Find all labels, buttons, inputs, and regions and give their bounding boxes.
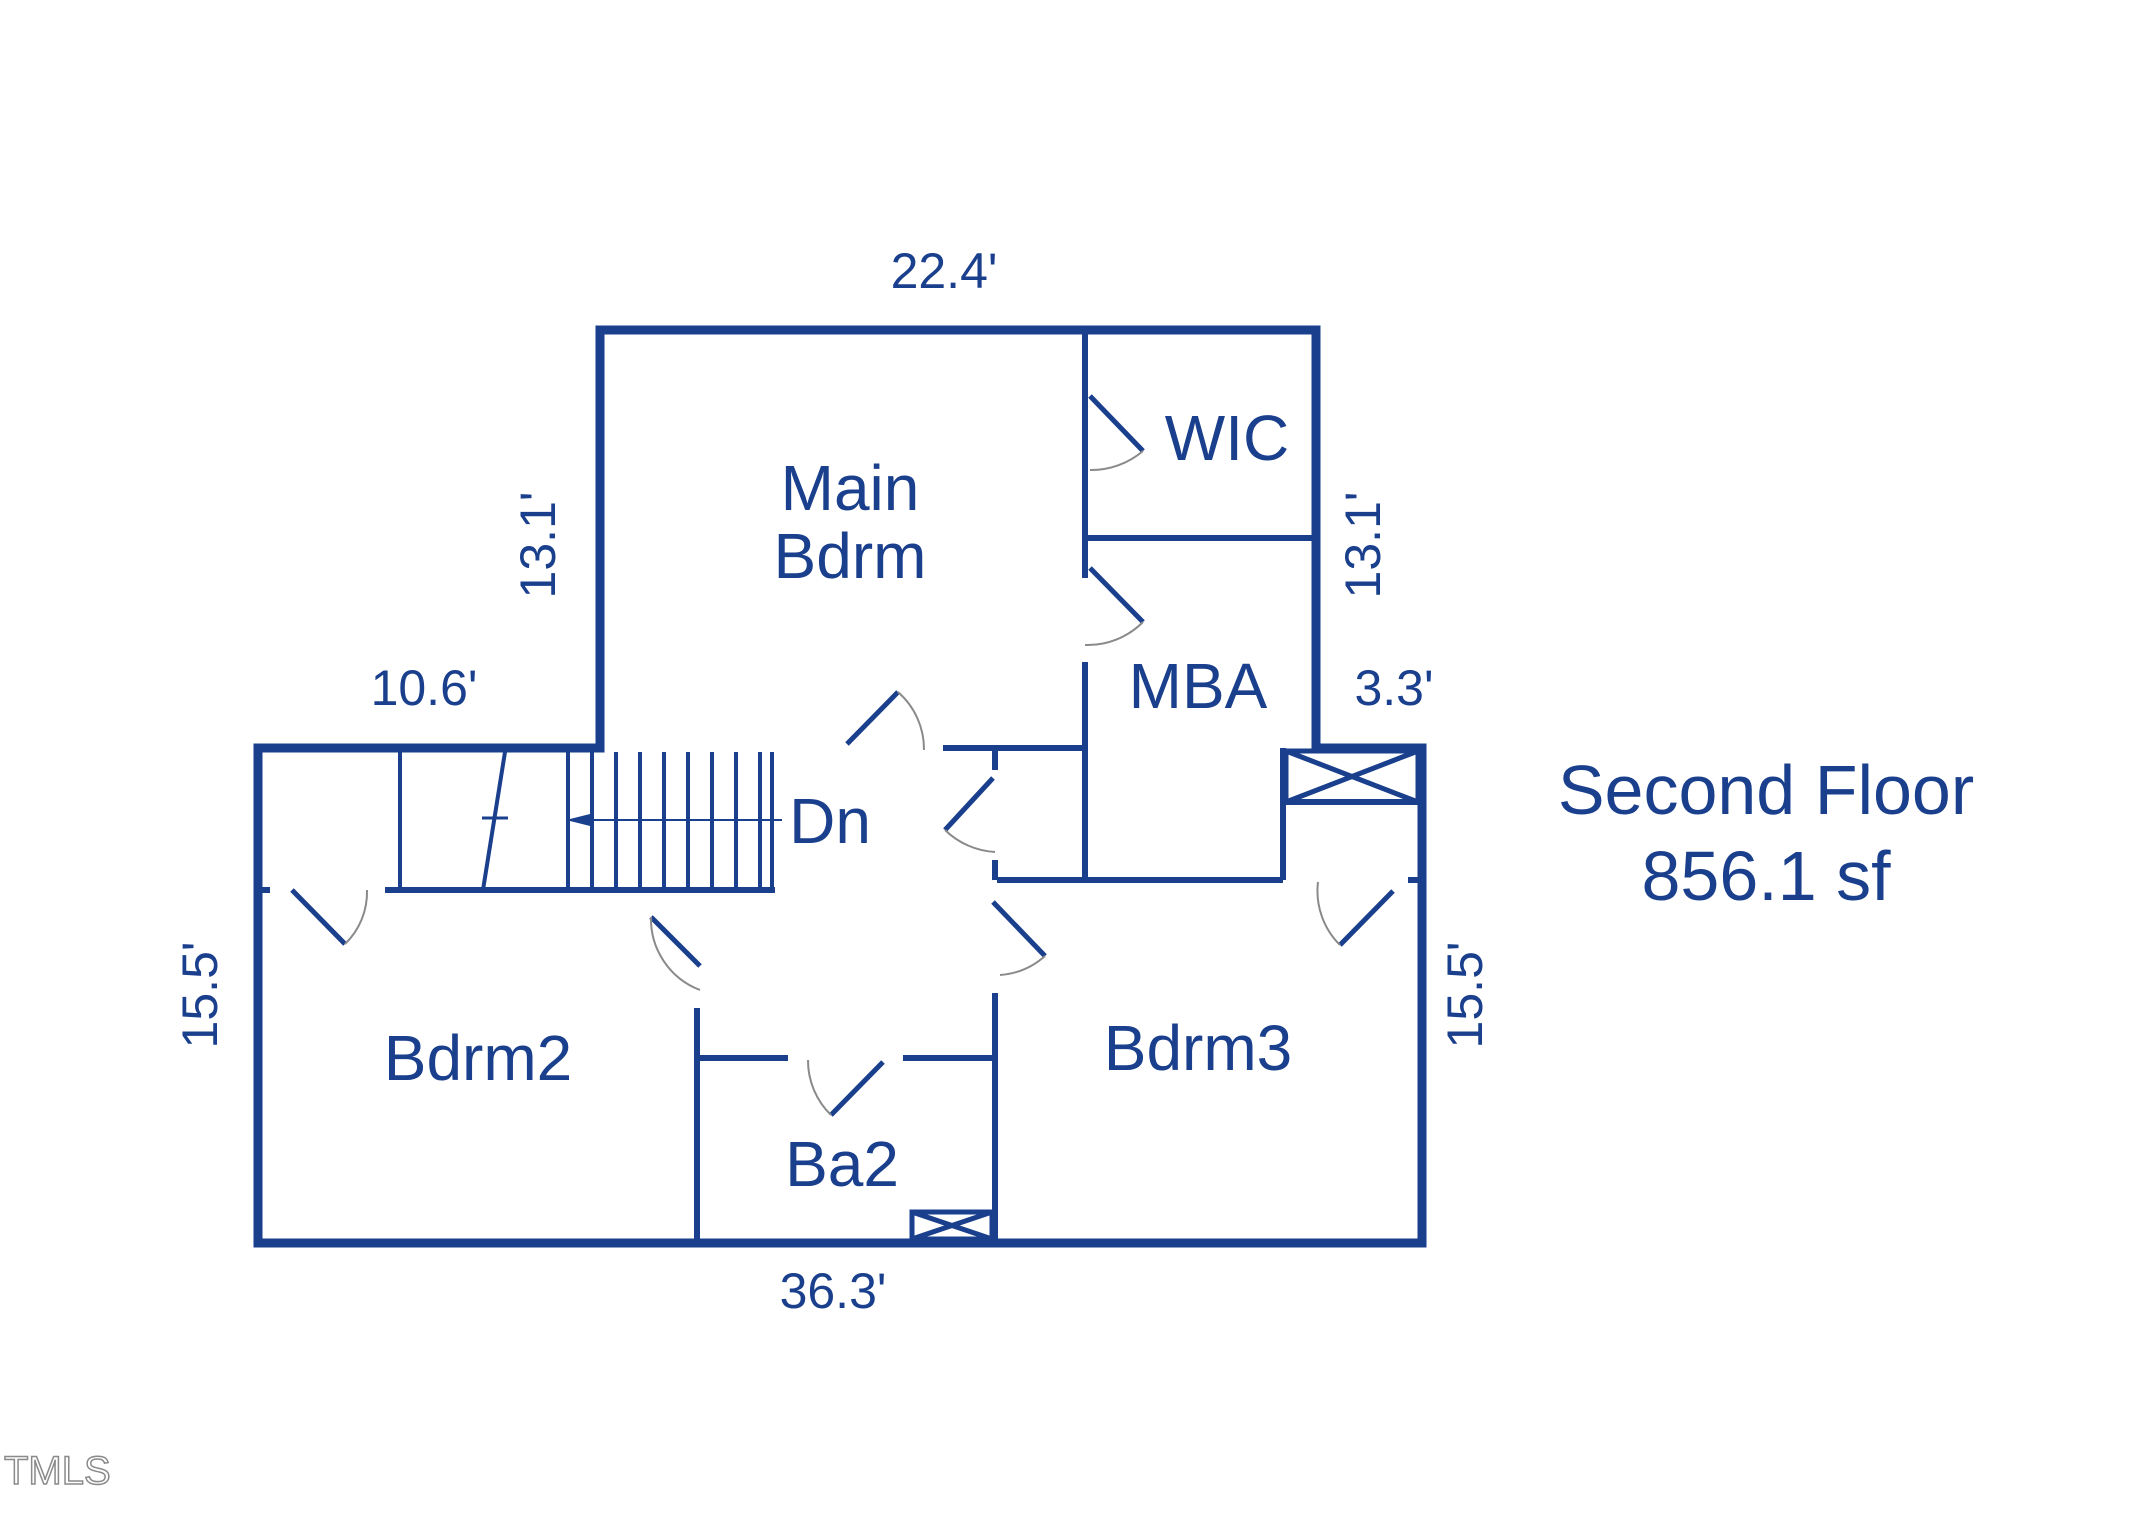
staircase	[398, 751, 782, 891]
door-leaf	[845, 690, 900, 746]
dimension-step-left: 10.6'	[371, 660, 478, 716]
dimension-left-lower: 15.5'	[172, 942, 228, 1049]
dimension-bottom: 36.3'	[780, 1263, 887, 1319]
door-leaf	[649, 915, 702, 968]
door-swing-arc	[944, 829, 996, 853]
room-labels: Main Bdrm WIC MBA Dn Bdrm2 Bdrm3 Ba2	[384, 402, 1293, 1200]
hvac-closet-x	[1285, 748, 1419, 805]
door-swing-arc	[1089, 450, 1144, 472]
room-label-bdrm3: Bdrm3	[1104, 1012, 1293, 1084]
dimension-right-upper: 13.1'	[1335, 492, 1391, 599]
doors	[290, 394, 1395, 1117]
door-bdrm3-closet	[1316, 881, 1395, 947]
door-bdrm2-left	[290, 888, 369, 946]
closet-boxes	[909, 748, 1421, 1242]
floor-name: Second Floor	[1558, 751, 1974, 829]
door-leaf	[829, 1060, 885, 1117]
door-ba2	[806, 1059, 885, 1117]
room-label-wic: WIC	[1165, 402, 1289, 474]
room-label-main-bdrm-line2: Bdrm	[774, 520, 927, 592]
door-leaf	[290, 888, 347, 946]
room-label-dn: Dn	[789, 785, 871, 857]
ba2-closet-box	[909, 1209, 995, 1242]
floor-area: 856.1 sf	[1641, 837, 1891, 915]
door-leaf	[1338, 889, 1395, 947]
door-swing-arc	[897, 691, 926, 751]
door-swing-arc	[344, 889, 369, 945]
door-hall-east	[943, 776, 996, 853]
door-bdrm2	[649, 915, 702, 991]
door-swing-arc	[806, 1059, 832, 1116]
door-main-bdrm	[845, 690, 926, 751]
dimension-right-lower: 15.5'	[1437, 942, 1493, 1049]
door-leaf	[1088, 394, 1145, 453]
room-label-bdrm2: Bdrm2	[384, 1022, 573, 1094]
dimension-top: 22.4'	[891, 243, 998, 299]
exterior-wall-outline	[253, 325, 1427, 1248]
room-label-main-bdrm-line1: Main	[781, 452, 920, 524]
door-bdrm3	[991, 900, 1047, 976]
dimension-left-upper: 13.1'	[510, 492, 566, 599]
stair-break-line	[481, 751, 507, 891]
hvac-closet-box	[1283, 748, 1421, 805]
door-swing-arc	[1084, 621, 1144, 647]
watermark-tmls: TMLS	[4, 1449, 111, 1493]
floor-summary: Second Floor 856.1 sf	[1558, 751, 1974, 915]
door-leaf	[991, 900, 1047, 958]
door-swing-arc	[999, 955, 1046, 976]
door-leaf	[943, 776, 995, 832]
door-swing-arc	[1316, 881, 1341, 946]
exterior-walls	[253, 325, 1427, 1248]
door-wic	[1088, 394, 1145, 472]
room-label-ba2: Ba2	[785, 1128, 899, 1200]
ba2-closet-x	[911, 1209, 993, 1242]
stair-direction-arrow	[566, 813, 594, 827]
dimension-labels: 22.4' 10.6' 3.3' 36.3' 13.1' 13.1' 15.5'…	[172, 243, 1493, 1319]
door-swing-arc	[649, 916, 701, 991]
room-label-mba: MBA	[1129, 650, 1268, 722]
door-leaf	[1088, 566, 1145, 624]
door-mba	[1084, 566, 1145, 647]
dimension-step-right: 3.3'	[1354, 660, 1433, 716]
